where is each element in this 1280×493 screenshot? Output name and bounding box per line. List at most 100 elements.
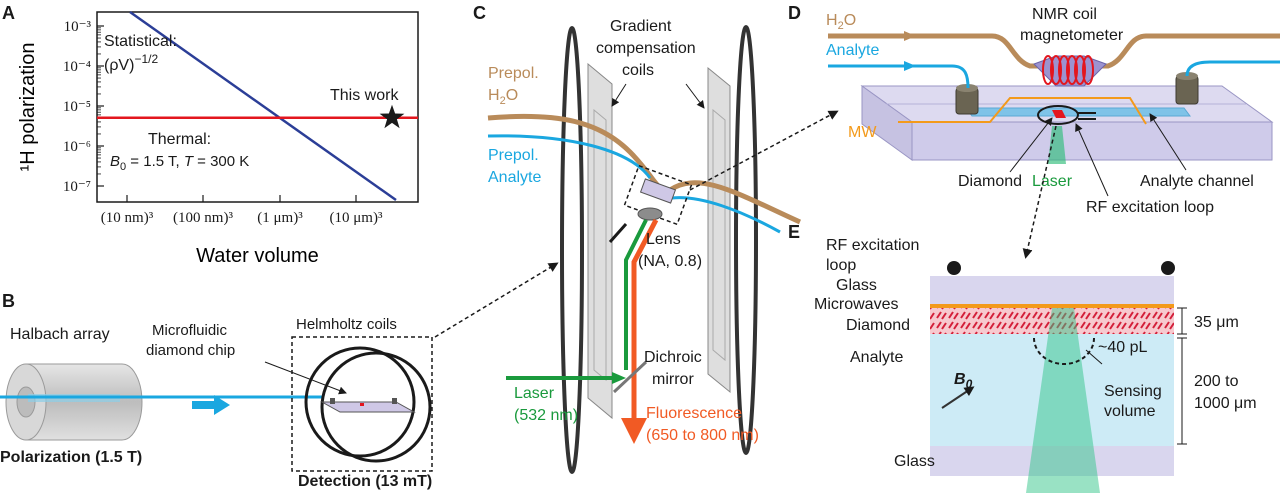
h2o-label: H2O xyxy=(826,12,856,32)
laser-label: Laser xyxy=(1032,173,1073,190)
prepol-h2o-label-2: H2O xyxy=(488,87,518,107)
dim-200-label-1: 200 to xyxy=(1194,373,1239,390)
panel-e: E RF excitation loop Glass Microwaves Di… xyxy=(788,222,1257,493)
diamond-chip xyxy=(320,401,416,413)
helmholtz-coil-2 xyxy=(320,351,432,463)
b0-label: B0 xyxy=(954,371,973,391)
y-tick-label: 10⁻⁶ xyxy=(63,139,91,155)
gradient-plate-left xyxy=(587,62,613,420)
gradient-label-1: Gradient xyxy=(610,18,672,35)
lens-label-1: Lens xyxy=(646,231,681,248)
rf-wire-right xyxy=(1161,261,1175,275)
diamond-label: Diamond xyxy=(958,173,1022,190)
b0-arrow xyxy=(941,386,975,409)
panel-label-e: E xyxy=(788,222,800,242)
dim-35-label: 35 μm xyxy=(1194,314,1239,331)
panel-b: B Halbach array Microfluidic diamond chi… xyxy=(0,262,559,490)
diamond xyxy=(1052,110,1066,118)
helmholtz-label: Helmholtz coils xyxy=(296,316,397,333)
mw-label: MW xyxy=(848,124,877,141)
panel-label-b: B xyxy=(2,291,15,311)
detection-label: Detection (13 mT) xyxy=(298,473,432,490)
fluorescence-label-2: (650 to 800 nm) xyxy=(646,427,759,444)
diamond-layer-label: Diamond xyxy=(846,317,910,334)
panel-d: D H2O Analyte NMR c xyxy=(788,3,1280,259)
nmr-label-1: NMR coil xyxy=(1032,6,1097,23)
sensing-label-2: volume xyxy=(1104,403,1156,420)
rf-label-2: loop xyxy=(826,257,856,274)
this-work-label: This work xyxy=(330,87,399,104)
x-tick-label: (10 μm)³ xyxy=(330,210,383,226)
glass-top-label: Glass xyxy=(836,277,877,294)
polarization-chart: 10⁻³10⁻⁴10⁻⁵10⁻⁶10⁻⁷(10 nm)³(100 nm)³(1 … xyxy=(17,10,419,267)
x-tick-label: (10 nm)³ xyxy=(101,210,154,226)
this-work-star xyxy=(379,104,405,129)
nmr-label-2: magnetometer xyxy=(1020,27,1124,44)
microwave-layer xyxy=(930,304,1174,308)
nmr-coil xyxy=(1042,55,1094,85)
gradient-label-3: coils xyxy=(622,62,654,79)
y-axis-label: ¹H polarization xyxy=(17,43,39,172)
sensing-label-1: Sensing xyxy=(1104,383,1162,400)
polarization-label: Polarization (1.5 T) xyxy=(0,449,142,466)
dichroic-label-2: mirror xyxy=(652,371,694,388)
gradient-label-2: compensation xyxy=(596,40,696,57)
laser-cone xyxy=(1026,308,1100,493)
d-to-e-pointer xyxy=(1022,125,1057,259)
analyte-tube xyxy=(828,64,970,89)
y-tick-label: 10⁻⁵ xyxy=(63,99,91,115)
fluorescence-path xyxy=(631,218,659,420)
channel-label: Analyte channel xyxy=(1140,173,1254,190)
chip-label-1: Microfluidic xyxy=(152,322,228,339)
rf-loop xyxy=(1037,105,1079,125)
prepol-analyte-label-1: Prepol. xyxy=(488,147,539,164)
rf-loop-label: RF excitation loop xyxy=(1086,199,1214,216)
panel-label-c: C xyxy=(473,3,486,23)
chip-label-2: diamond chip xyxy=(146,342,235,359)
b-to-c-pointer xyxy=(434,262,559,338)
dimension-200 xyxy=(1177,337,1187,445)
mw-line xyxy=(898,97,1147,125)
rf-wire-left xyxy=(947,261,961,275)
dimension-35 xyxy=(1177,307,1187,335)
halbach-label: Halbach array xyxy=(10,326,110,343)
microwaves-label: Microwaves xyxy=(814,296,898,313)
y-tick-label: 10⁻⁴ xyxy=(63,59,91,75)
statistical-label-2: (ρV)−1/2 xyxy=(104,52,158,74)
thermal-label-2: B0 = 1.5 T, T = 300 K xyxy=(110,153,249,173)
laser-label-1: Laser xyxy=(514,385,555,402)
panel-a: A 10⁻³10⁻⁴10⁻⁵10⁻⁶10⁻⁷(10 nm)³(100 nm)³(… xyxy=(2,3,419,267)
dim-200-label-2: 1000 μm xyxy=(1194,395,1257,412)
analyte-layer-label: Analyte xyxy=(850,349,903,366)
thermal-label-1: Thermal: xyxy=(148,131,211,148)
x-tick-label: (100 nm)³ xyxy=(173,210,233,226)
volume-label: ~40 pL xyxy=(1098,339,1147,356)
panel-label-a: A xyxy=(2,3,15,23)
analyte-label: Analyte xyxy=(826,42,879,59)
x-tick-label: (1 μm)³ xyxy=(257,210,303,226)
lens-label-2: (NA, 0.8) xyxy=(638,253,702,270)
laser-path xyxy=(624,219,648,370)
glass-bottom-label: Glass xyxy=(894,453,935,470)
statistical-label-1: Statistical: xyxy=(104,33,177,50)
prepol-h2o-label-1: Prepol. xyxy=(488,65,539,82)
helmholtz-ring-right xyxy=(734,25,758,455)
x-axis-label: Water volume xyxy=(196,245,319,267)
chart-frame xyxy=(96,11,419,203)
panel-label-d: D xyxy=(788,3,801,23)
sensing-volume xyxy=(1033,337,1095,365)
prepol-analyte-label-2: Analyte xyxy=(488,169,541,186)
objective-lens xyxy=(637,207,663,221)
dichroic-mirror xyxy=(612,360,648,394)
laser-label-2: (532 nm) xyxy=(514,407,578,424)
statistical-line xyxy=(129,10,397,202)
detection-box xyxy=(291,336,433,472)
laser-beam xyxy=(1048,126,1066,164)
dichroic-label-1: Dichroic xyxy=(644,349,702,366)
y-tick-label: 10⁻³ xyxy=(64,19,92,35)
analyte-line xyxy=(487,134,652,179)
glass-top-layer xyxy=(930,276,1174,304)
halbach-array xyxy=(5,363,143,441)
panel-c: C Gradient compensation coils Prep xyxy=(473,3,839,474)
